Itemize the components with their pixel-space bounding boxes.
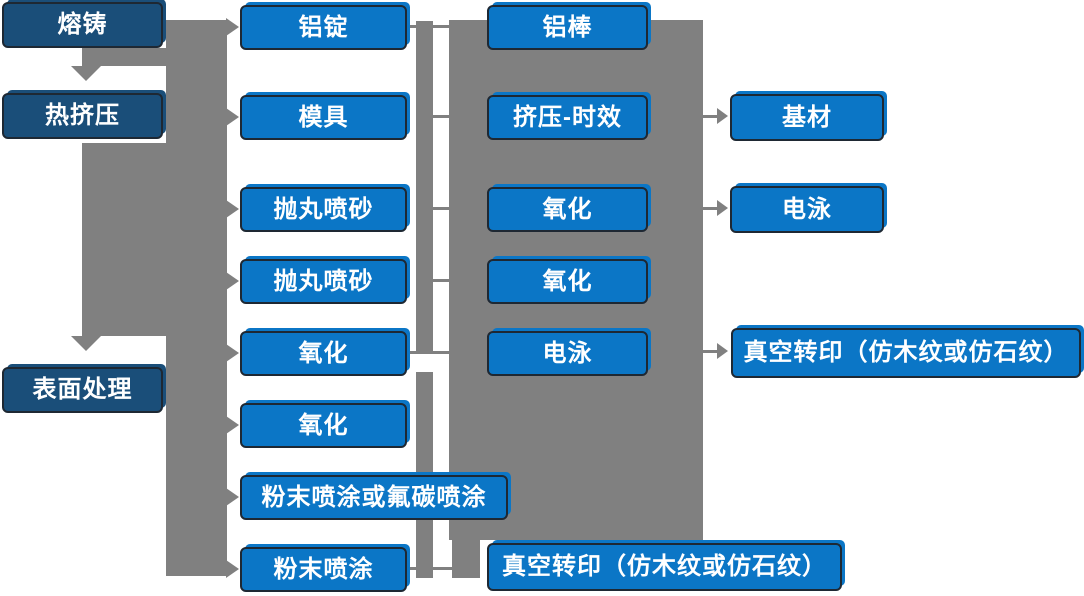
line-to-fenmo	[406, 567, 455, 570]
flow-node-dianyong1: 电泳	[487, 331, 648, 376]
flow-node-lvding: 铝锭	[240, 5, 407, 50]
flow-node-zhenkong2: 真空转印（仿木纹或仿石纹）	[731, 328, 1081, 378]
arrowhead-to-paowan2	[226, 272, 239, 290]
arrowhead-to-muju	[226, 108, 239, 126]
arrowhead-to-yanghua1	[226, 344, 239, 362]
flow-node-yanghua1: 氧化	[240, 331, 407, 376]
connector-strip-bottom	[452, 540, 480, 578]
arrowhead-to-yanghua2	[226, 416, 239, 434]
line-to-jicai	[703, 115, 718, 118]
flow-node-lvbang: 铝棒	[487, 5, 648, 50]
arrowhead-to-jicai	[717, 108, 728, 124]
line-to-zhenkong2	[703, 350, 718, 353]
flow-node-paowan1: 抛丸喷砂	[240, 187, 407, 232]
line-to-muju	[433, 115, 449, 118]
connector-extrusion-surface	[82, 143, 227, 336]
arrowhead-to-fenmo	[226, 560, 239, 578]
line-to-dianyong2	[703, 207, 718, 210]
flow-node-zhenkong1: 真空转印（仿木纹或仿石纹）	[487, 543, 842, 591]
arrowhead-to-fenmo-futan	[226, 488, 239, 506]
flow-node-yanghua2: 氧化	[240, 403, 407, 448]
arrowhead-down-to-rejiya	[71, 66, 101, 81]
flow-node-jicai: 基材	[730, 94, 884, 141]
line-to-lvding	[406, 25, 449, 28]
arrowhead-down-to-biaomianchuli	[71, 336, 101, 351]
arrowhead-to-lvding	[226, 18, 239, 36]
flow-node-biaomianchuli: 表面处理	[2, 367, 163, 413]
arrowhead-to-dianyong2	[717, 200, 728, 216]
flow-node-yanghua4: 氧化	[487, 259, 648, 304]
arrowhead-to-paowan1	[226, 200, 239, 218]
flow-node-dianyong2: 电泳	[730, 186, 884, 233]
line-to-yanghua1	[406, 351, 449, 354]
arrowhead-to-zhenkong2	[717, 343, 728, 359]
flow-node-fenmo: 粉末喷涂	[240, 547, 407, 592]
flow-node-jiya-shixiao: 挤压-时效	[487, 95, 648, 140]
flow-node-yanghua3: 氧化	[487, 187, 648, 232]
flow-node-rongzhu: 熔铸	[2, 2, 163, 48]
flow-node-fenmo-futan: 粉末喷涂或氟碳喷涂	[240, 475, 508, 520]
connector-bar-mid-upper	[416, 21, 433, 352]
flow-node-muju: 模具	[240, 95, 407, 140]
line-to-paowan1	[433, 207, 449, 210]
line-from-surface	[163, 388, 180, 391]
connector-casting-extrusion	[82, 48, 227, 66]
flow-node-paowan2: 抛丸喷砂	[240, 259, 407, 304]
flow-node-rejiya: 热挤压	[2, 93, 163, 139]
line-to-paowan2	[433, 279, 449, 282]
